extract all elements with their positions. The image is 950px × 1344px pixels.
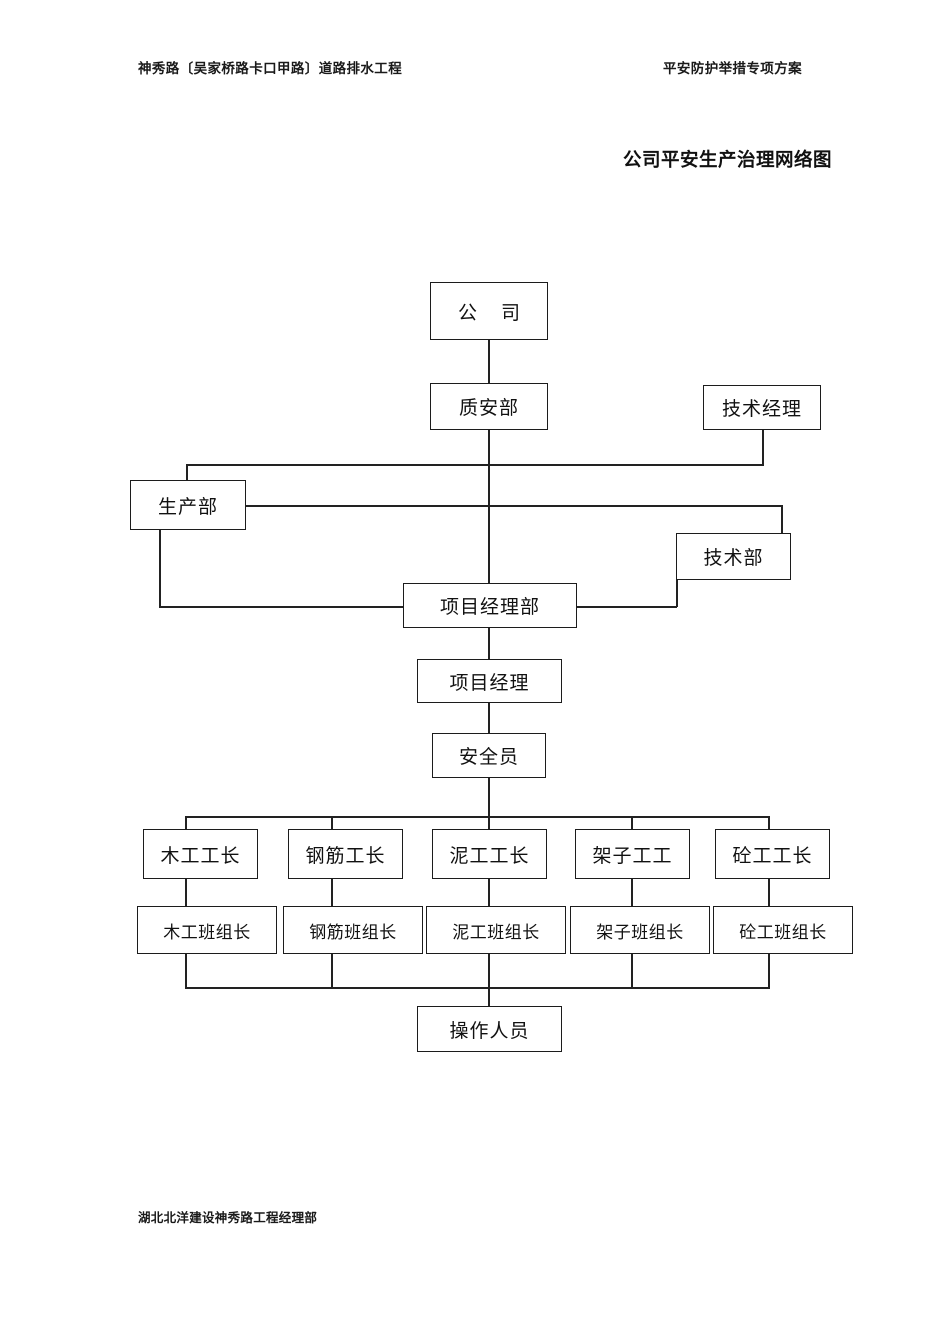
edge-bus-operators xyxy=(185,987,769,989)
node-production-dept[interactable]: 生产部 xyxy=(130,480,246,530)
page-title: 公司平安生产治理网络图 xyxy=(623,150,833,171)
edge-bus-to-foreman-rebar xyxy=(331,816,333,830)
node-team-leader-rebar[interactable]: 钢筋班组长 xyxy=(283,906,423,954)
edge-production-bottom-stub xyxy=(159,530,161,608)
edge-bus-to-production xyxy=(186,464,188,481)
node-team-leader-scaffold[interactable]: 架子班组长 xyxy=(570,906,710,954)
node-team-leader-wood[interactable]: 木工班组长 xyxy=(137,906,277,954)
header-left-text: 神秀路〔吴家桥路卡口甲路〕道路排水工程 xyxy=(138,61,403,77)
edge-bus-upper xyxy=(186,464,764,466)
edge-production-to-tech-dept-h xyxy=(245,505,782,507)
node-company[interactable]: 公 司 xyxy=(430,282,548,340)
node-technical-dept[interactable]: 技术部 xyxy=(676,533,791,580)
edge-leader-mason-stub xyxy=(488,954,490,989)
edge-leader-conc-stub xyxy=(768,954,770,989)
edge-leader-wood-stub xyxy=(185,954,187,989)
node-project-manager-dept[interactable]: 项目经理部 xyxy=(403,583,577,628)
node-operators[interactable]: 操作人员 xyxy=(417,1006,562,1052)
edge-bus-to-foreman-mason xyxy=(488,816,490,830)
edge-pmdept-to-pm xyxy=(488,628,490,659)
node-technical-manager[interactable]: 技术经理 xyxy=(703,385,821,430)
edge-foreman-conc-to-leader xyxy=(768,879,770,906)
node-foreman-concrete[interactable]: 砼工工长 xyxy=(715,829,830,879)
node-project-manager[interactable]: 项目经理 xyxy=(417,659,562,703)
edge-tech-manager-stub xyxy=(762,430,764,466)
edge-production-to-tech-dept-v xyxy=(781,505,783,534)
edge-foreman-mason-to-leader xyxy=(488,879,490,906)
edge-quality-safety-trunk xyxy=(488,430,490,584)
edge-safety-officer-trunk xyxy=(488,778,490,818)
node-foreman-mason[interactable]: 泥工工长 xyxy=(432,829,547,879)
edge-leader-rebar-stub xyxy=(331,954,333,989)
edge-leader-scaff-stub xyxy=(631,954,633,989)
edge-bus-to-operators xyxy=(488,987,490,1006)
edge-bus-to-foreman-wood xyxy=(185,816,187,830)
edge-bus-foremen xyxy=(185,816,769,818)
header-right-text: 平安防护举措专项方案 xyxy=(663,61,802,77)
node-foreman-wood[interactable]: 木工工长 xyxy=(143,829,258,879)
node-team-leader-mason[interactable]: 泥工班组长 xyxy=(426,906,566,954)
edge-foreman-rebar-to-leader xyxy=(331,879,333,906)
edge-foreman-wood-to-leader xyxy=(185,879,187,906)
edge-tech-dept-bottom-stub xyxy=(676,580,678,607)
node-foreman-scaffold[interactable]: 架子工工 xyxy=(575,829,690,879)
footer-text: 湖北北洋建设神秀路工程经理部 xyxy=(138,1210,318,1225)
edge-foreman-scaff-to-leader xyxy=(631,879,633,906)
node-safety-officer[interactable]: 安全员 xyxy=(432,733,546,778)
edge-pm-to-safety-officer xyxy=(488,703,490,734)
edge-company-to-quality-safety xyxy=(488,340,490,384)
node-quality-safety-dept[interactable]: 质安部 xyxy=(430,383,548,430)
node-team-leader-concrete[interactable]: 砼工班组长 xyxy=(713,906,853,954)
edge-bus-to-foreman-scaff xyxy=(631,816,633,830)
node-foreman-rebar[interactable]: 钢筋工长 xyxy=(288,829,403,879)
edge-bus-to-foreman-conc xyxy=(768,816,770,830)
